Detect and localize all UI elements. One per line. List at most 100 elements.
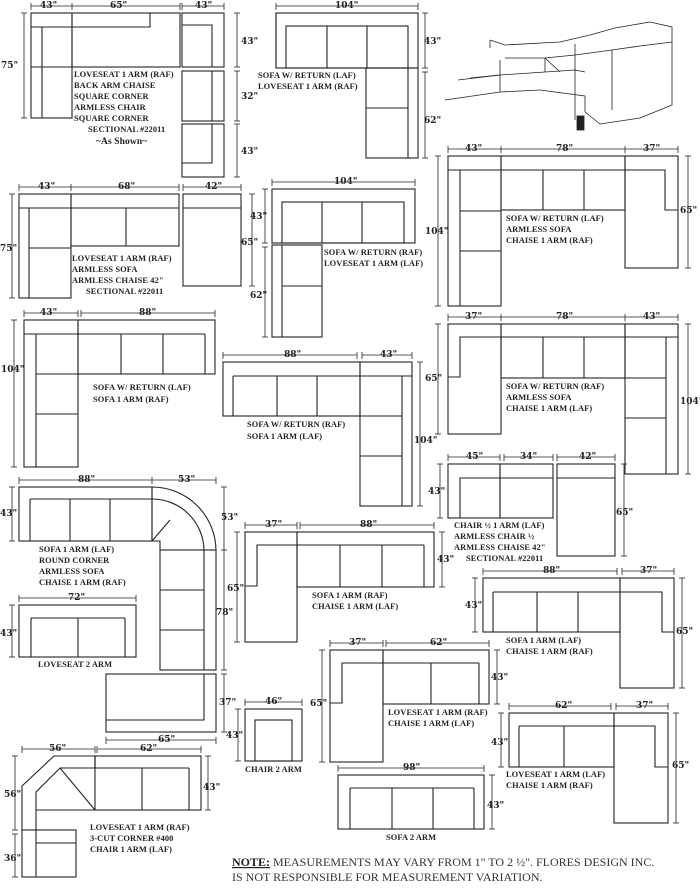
diagram-caption-line: SOFA W/ RETURN (RAF): [247, 420, 345, 429]
diagram-caption-line: CHAIR 2 ARM: [245, 765, 302, 774]
diagram-caption-line: LOVESEAT 1 ARM (RAF): [90, 823, 190, 832]
dim-label: 75": [0, 244, 17, 254]
dim-label: 43": [241, 37, 258, 47]
diagram-chaise-laf-sofa-raf: 37" 88" 65" 43" SOFA 1 ARM (RAF) CHAISE …: [227, 520, 454, 643]
diagram-caption-line: SECTIONAL #22011: [86, 287, 163, 296]
measurement-note: NOTE: MEASUREMENTS MAY VARY FROM 1" TO 2…: [232, 855, 654, 884]
diagram-sofa-return-laf-sofa-raf: 43" 88" 104" SOFA W/ RETURN (LAF) SOFA 1…: [1, 308, 216, 468]
diagram-chaise-armless-sofa-return-raf: 37" 78" 43" 65" 104" SOFA W/ RETURN (RAF…: [425, 312, 700, 475]
diagram-caption-line: LOVESEAT 1 ARM (RAF): [72, 254, 172, 263]
diagram-caption-line: SOFA W/ RETURN (LAF): [93, 383, 191, 392]
diagram-caption-line: CHAISE 1 ARM (RAF): [506, 236, 593, 245]
dim-label: 53": [221, 513, 238, 523]
dim-label: 62": [424, 116, 441, 126]
diagram-sofa-return-raf-sofa-laf: 88" 43" 104" SOFA W/ RETURN (RAF) SOFA 1…: [222, 350, 437, 507]
dim-label: 72": [68, 593, 85, 603]
dim-label: 43": [0, 509, 17, 519]
diagram-loveseat-armless-chaise-42: 43" 68" 42" 75" 65" LOVESEAT 1 ARM (RAF)…: [0, 182, 258, 299]
dim-label: 65": [310, 699, 327, 709]
diagram-chair-2-arm: 46" 43" CHAIR 2 ARM: [226, 697, 303, 774]
dim-label: 65": [241, 238, 258, 248]
dim-label: 37": [465, 312, 482, 322]
diagram-caption-line: ~As Shown~: [96, 137, 147, 147]
dim-label: 46": [265, 697, 282, 707]
dim-label: 88": [139, 308, 156, 318]
dim-label: 37": [636, 701, 653, 711]
dim-label: 78": [556, 312, 573, 322]
note-heading: NOTE:: [232, 855, 270, 869]
diagram-caption-line: SOFA W/ RETURN (LAF): [506, 214, 604, 223]
dim-label: 56": [4, 790, 21, 800]
dim-label: 65": [425, 374, 442, 384]
diagram-caption-line: SOFA 1 ARM (LAF): [506, 636, 581, 645]
dim-label: 43": [491, 738, 508, 748]
diagram-caption-line: CHAIR ½ 1 ARM (LAF): [454, 521, 545, 530]
diagram-caption-line: LOVESEAT 1 ARM (RAF): [258, 82, 358, 91]
diagram-caption-line: ARMLESS CHAIR ½: [454, 532, 534, 541]
dim-label: 104": [335, 1, 358, 11]
diagram-caption-line: ARMLESS CHAIR: [74, 103, 147, 112]
dim-label: 104": [414, 436, 437, 446]
diagram-caption-line: SOFA 1 ARM (RAF): [93, 395, 169, 404]
dim-label: 62": [555, 701, 572, 711]
diagram-caption-line: CHAISE 1 ARM (LAF): [388, 719, 474, 728]
dim-label: 65": [616, 508, 633, 518]
dim-label: 62": [250, 291, 267, 301]
diagram-caption-line: ARMLESS SOFA: [72, 265, 138, 274]
dim-label: 32": [241, 92, 258, 102]
diagram-caption-line: SQUARE CORNER: [74, 92, 149, 101]
diagram-caption-line: ARMLESS SOFA: [506, 225, 572, 234]
diagram-caption-line: SECTIONAL #22011: [466, 554, 543, 563]
dim-label: 88": [360, 520, 377, 530]
dim-label: 78": [556, 144, 573, 154]
dim-label: 88": [78, 475, 95, 485]
dim-label: 37": [265, 520, 282, 530]
dim-label: 65": [676, 627, 693, 637]
diagram-caption-line: CHAISE 1 ARM (RAF): [506, 781, 593, 790]
dim-label: 43": [437, 555, 454, 565]
dim-label: 62": [140, 744, 157, 754]
diagram-sofa-return-laf-top: 104" 43" 62" SOFA W/ RETURN (LAF) LOVESE…: [258, 1, 441, 159]
dim-label: 37": [643, 144, 660, 154]
dim-label: 36": [4, 854, 21, 864]
dim-label: 104": [425, 227, 448, 237]
dim-label: 62": [430, 638, 447, 648]
dim-label: 65": [227, 584, 244, 594]
diagram-caption-line: SOFA 2 ARM: [386, 833, 436, 842]
dim-label: 43": [465, 144, 482, 154]
diagram-chair-half-armless-chaise: 45" 34" 42" 43" 65" CHAIR ½ 1 ARM (LAF) …: [428, 452, 633, 563]
diagram-loveseat-back-arm-chaise: 43" 65" 43" 75" 43" 32" 43" LOVESEAT 1 A…: [1, 1, 258, 178]
diagram-caption-line: ARMLESS SOFA: [39, 567, 105, 576]
dim-label: 37": [640, 566, 657, 576]
dim-label: 78": [216, 608, 233, 618]
diagram-caption-line: BACK ARM CHAISE: [74, 81, 156, 90]
dim-label: 42": [205, 182, 222, 192]
dim-label: 43": [491, 673, 508, 683]
dim-label: 43": [40, 308, 57, 318]
diagram-caption-line: LOVESEAT 1 ARM (RAF): [388, 708, 488, 717]
dim-label: 43": [250, 212, 267, 222]
dim-label: 37": [219, 698, 236, 708]
dim-label: 43": [226, 731, 243, 741]
diagram-3-cut-corner: 56" 62" 56" 43" 36" LOVESEAT 1 ARM (RAF)…: [4, 744, 220, 878]
diagram-round-corner-sectional: 88" 53" 43" 53" 78" 37" 65" SOFA 1 ARM (…: [0, 475, 238, 745]
dim-label: 75": [1, 61, 18, 71]
dim-label: 53": [178, 475, 195, 485]
diagram-caption-line: SOFA W/ RETURN (RAF): [506, 382, 604, 391]
diagram-caption-line: ROUND CORNER: [39, 556, 110, 565]
dim-label: 43": [380, 350, 397, 360]
dim-label: 43": [195, 1, 212, 11]
dim-label: 104": [1, 365, 24, 375]
dim-label: 104": [680, 397, 700, 407]
diagram-chaise-laf-loveseat-raf: 37" 62" 65" 43" LOVESEAT 1 ARM (RAF) CHA…: [310, 638, 508, 763]
dim-label: 98": [403, 763, 420, 773]
diagram-caption-line: ARMLESS SOFA: [506, 393, 572, 402]
diagram-sofa-return-raf-mid: 104" 43" 62" SOFA W/ RETURN (RAF) LOVESE…: [250, 177, 423, 338]
diagram-caption-line: SOFA 1 ARM (LAF): [39, 545, 114, 554]
diagram-caption-line: CHAIR 1 ARM (LAF): [90, 845, 172, 854]
dim-label: 68": [118, 182, 135, 192]
diagram-caption-line: CHAISE 1 ARM (RAF): [39, 578, 126, 587]
svg-text:NOTE: MEASUREMENTS MAY VARY FR: NOTE: MEASUREMENTS MAY VARY FROM 1" TO 2…: [232, 855, 654, 869]
diagram-caption-line: 3-CUT CORNER #400: [90, 834, 173, 843]
